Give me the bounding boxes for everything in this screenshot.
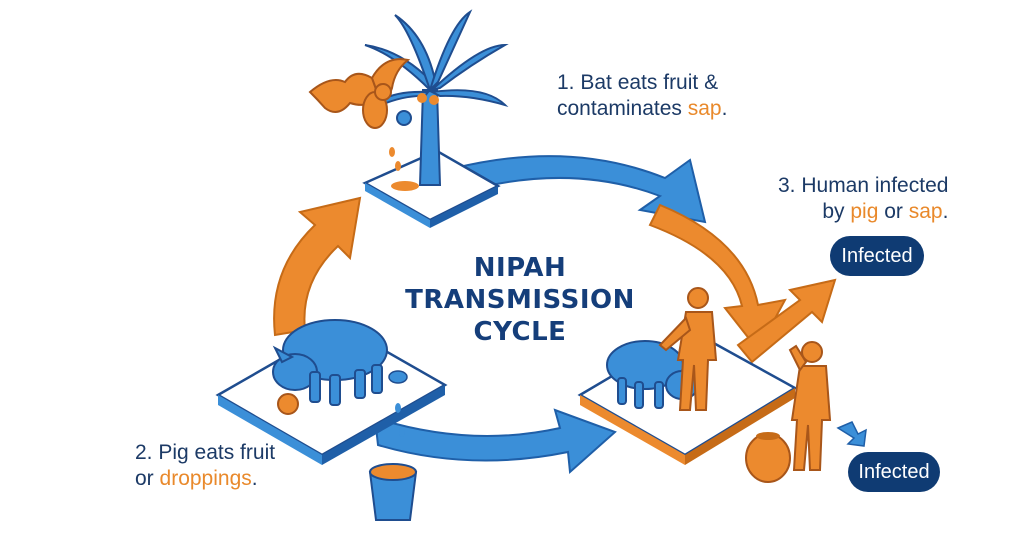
step-1-line-1: 1. Bat eats fruit & (557, 71, 719, 94)
title-line-2: TRANSMISSION (405, 285, 635, 315)
title-line-3: CYCLE (473, 317, 567, 347)
palm-trunk (418, 89, 442, 186)
bat-figure (308, 58, 411, 129)
arrow-pig-to-human (373, 408, 617, 475)
step-2-line-1: 2. Pig eats fruit (135, 441, 276, 464)
title-line-1: NIPAH (473, 253, 567, 283)
sap-drop (389, 147, 395, 157)
clay-pot (745, 432, 791, 483)
arrow-to-infected-top (736, 278, 837, 364)
diagram-title: NIPAH TRANSMISSION CYCLE (395, 252, 645, 348)
sap-drop (395, 161, 401, 171)
arrow-pig-to-bat (273, 196, 362, 337)
infected-badge-top: Infected (830, 236, 924, 276)
droppings (388, 370, 408, 384)
step-2-line-2: or droppings. (135, 467, 258, 490)
sap-bucket (368, 463, 418, 521)
drip (395, 403, 401, 413)
step-3-line-2: by pig or sap. (822, 200, 949, 223)
drip (399, 427, 405, 437)
palm-fronds (364, 9, 509, 111)
step-1-line-2: contaminates sap. (557, 97, 728, 120)
infected-badge-bottom: Infected (848, 452, 940, 492)
step-1-caption: 1. Bat eats fruit & contaminates sap. (557, 70, 727, 122)
step-2-caption: 2. Pig eats fruit or droppings. (135, 440, 275, 492)
step-3-line-1: 3. Human infected (778, 174, 949, 197)
pig-figure (272, 319, 388, 406)
human-drinking-figure (788, 341, 832, 471)
fruit (277, 393, 299, 415)
step-3-caption: 3. Human infected by pig or sap. (778, 173, 948, 225)
human-figure (658, 287, 718, 411)
arrow-small-down (836, 421, 867, 447)
